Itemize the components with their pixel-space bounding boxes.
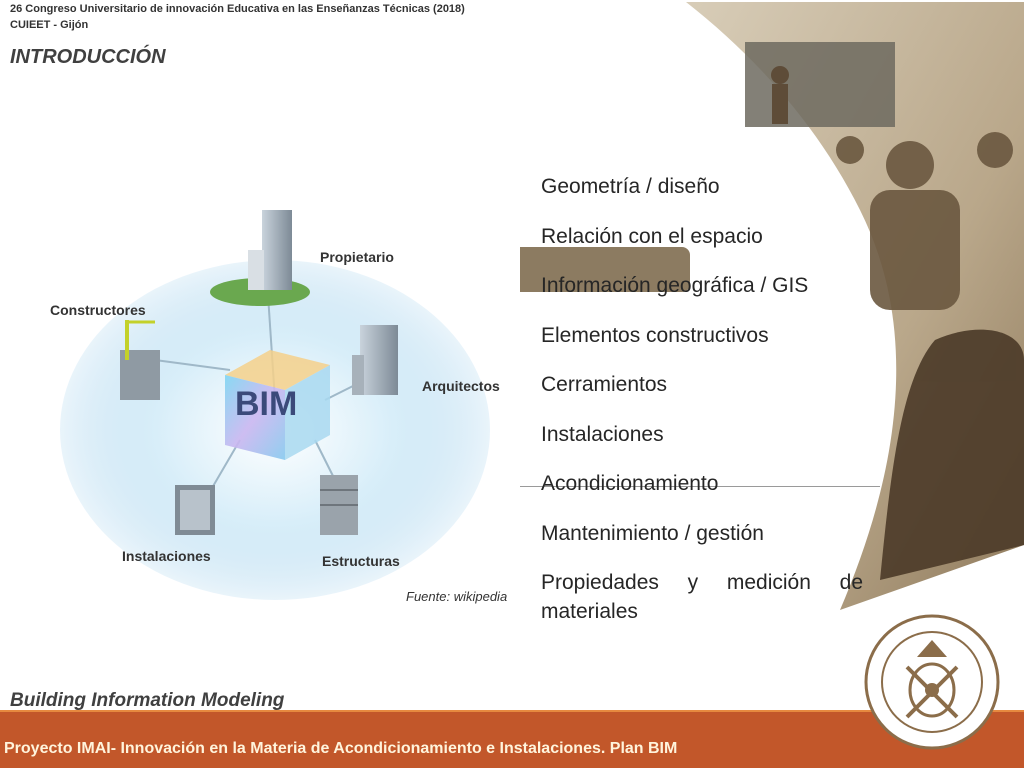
- installations-building: [175, 485, 215, 535]
- section-title: INTRODUCCIÓN: [10, 46, 166, 68]
- label-structures: Estructuras: [322, 553, 400, 569]
- bim-center-label: BIM: [235, 385, 297, 423]
- topic-item: Instalaciones: [541, 422, 664, 446]
- slide-subtitle: Building Information Modeling: [10, 690, 285, 711]
- label-builders: Constructores: [50, 302, 146, 318]
- topic-item: Elementos constructivos: [541, 323, 769, 347]
- overlay-box: [520, 247, 690, 292]
- teacher-head: [771, 66, 789, 84]
- topic-item: Cerramientos: [541, 373, 668, 396]
- footer-text: Proyecto IMAI- Innovación en la Materia …: [4, 740, 678, 757]
- students: [836, 132, 1024, 580]
- bim-cube: [225, 350, 330, 460]
- label-installations: Instalaciones: [122, 548, 211, 564]
- university-seal-icon: [864, 614, 1000, 750]
- topic-item: Información geográfica / GIS: [541, 274, 809, 297]
- label-owner: Propietario: [320, 249, 394, 265]
- topic-item: Mantenimiento / gestión: [541, 521, 764, 545]
- topic-item: Geometría / diseño: [541, 175, 720, 198]
- structures-building: [320, 475, 358, 535]
- owner-building: [210, 210, 310, 306]
- divider-line: [520, 486, 880, 487]
- topic-item: Acondicionamiento: [541, 472, 719, 495]
- topic-list: Geometría / diseño Relación con el espac…: [541, 172, 863, 626]
- conference-title: 26 Congreso Universitario de innovación …: [10, 3, 465, 15]
- architects-building: [352, 325, 398, 395]
- source-note: Fuente: wikipedia: [406, 589, 508, 604]
- topic-item: Propiedades y medición de materiales: [541, 571, 863, 623]
- bim-diagram: BIM Propietario Constructores Arquitecto…: [50, 210, 500, 600]
- label-architects: Arquitectos: [422, 378, 500, 394]
- topic-item: Relación con el espacio: [541, 224, 763, 248]
- chalkboard: [745, 42, 895, 127]
- builders-building: [120, 320, 160, 400]
- conference-organizer: CUIEET - Gijón: [10, 19, 89, 31]
- footer-bar: [0, 712, 1024, 768]
